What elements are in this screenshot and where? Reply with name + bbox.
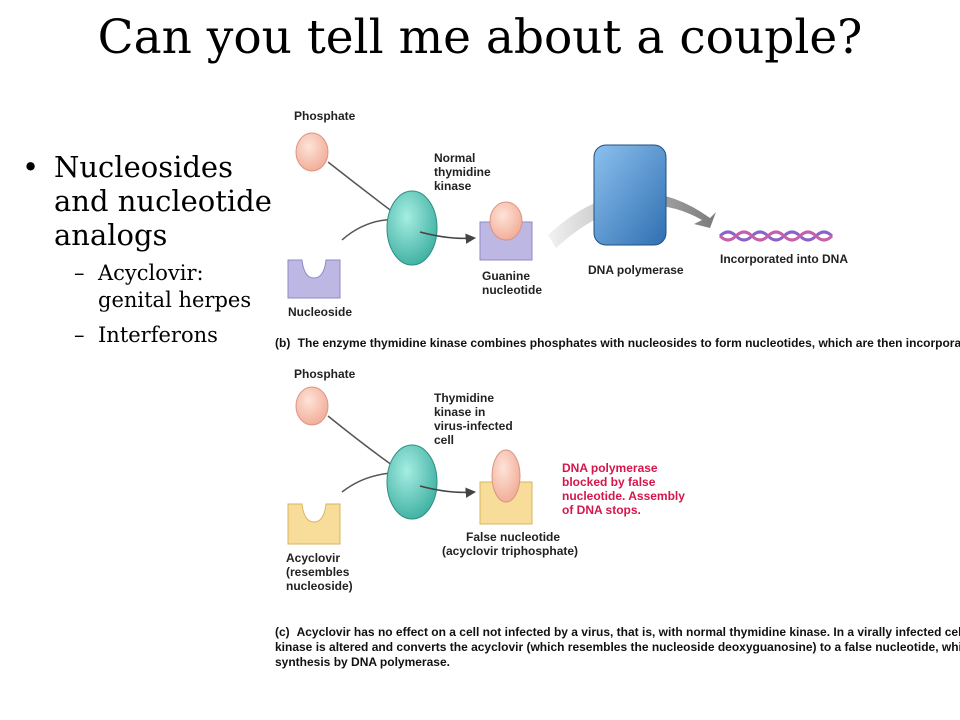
sub-bullet-interferons: – Interferons	[22, 322, 272, 349]
sub-bullet-text: Interferons	[98, 323, 218, 347]
sub-bullet-acyclovir: – Acyclovir: genital herpes	[22, 260, 272, 314]
bullet-text: Nucleosides and nucleotide analogs	[54, 150, 272, 252]
product-arrow	[419, 231, 477, 244]
product-arrow	[419, 485, 477, 498]
false-nucleotide-phosphate-shape	[491, 449, 521, 503]
bullet-item: • Nucleosides and nucleotide analogs	[22, 150, 272, 252]
acyclovir-shape	[287, 503, 341, 545]
sub-bullet-marker: –	[74, 261, 85, 285]
label-polymerase-blocked: DNA polymerase blocked by false nucleoti…	[562, 461, 688, 517]
dna-polymerase-shape	[593, 144, 667, 246]
label-normal-kinase: Normal thymidine kinase	[434, 151, 494, 193]
label-guanine-nucleotide: Guanine nucleotide	[482, 269, 542, 297]
guanine-phosphate-shape	[489, 201, 523, 241]
phosphate-shape	[295, 132, 329, 172]
label-nucleoside: Nucleoside	[288, 305, 352, 319]
sub-bullet-text: Acyclovir: genital herpes	[98, 261, 252, 312]
sub-bullet-marker: –	[74, 323, 85, 347]
label-virus-kinase: Thymidine kinase in virus-infected cell	[434, 391, 516, 447]
label-incorporated-dna: Incorporated into DNA	[720, 252, 848, 266]
label-dna-polymerase: DNA polymerase	[588, 263, 684, 277]
label-phosphate-c: Phosphate	[294, 367, 356, 381]
thymidine-kinase-figure: Phosphate Nucleoside Normal thymidine ki…	[275, 109, 960, 669]
dna-strand-2	[718, 230, 834, 242]
nucleoside-shape	[287, 259, 341, 299]
caption-b: (b) The enzyme thymidine kinase combines…	[275, 336, 960, 350]
dna-strand-1	[718, 230, 834, 242]
polymerase-arc-arrow	[548, 192, 716, 248]
label-phosphate-b: Phosphate	[294, 109, 356, 123]
bullet-marker: •	[22, 150, 40, 184]
caption-c: (c) Acyclovir has no effect on a cell no…	[275, 625, 960, 669]
bullet-list: • Nucleosides and nucleotide analogs – A…	[22, 150, 272, 349]
label-acyclovir: Acyclovir (resembles nucleoside)	[286, 551, 353, 593]
phosphate-shape	[295, 386, 329, 426]
altered-kinase-shape	[386, 444, 438, 520]
thymidine-kinase-shape	[386, 190, 438, 266]
page-title: Can you tell me about a couple?	[97, 10, 863, 65]
label-false-nucleotide: False nucleotide (acyclovir triphosphate…	[442, 530, 578, 558]
